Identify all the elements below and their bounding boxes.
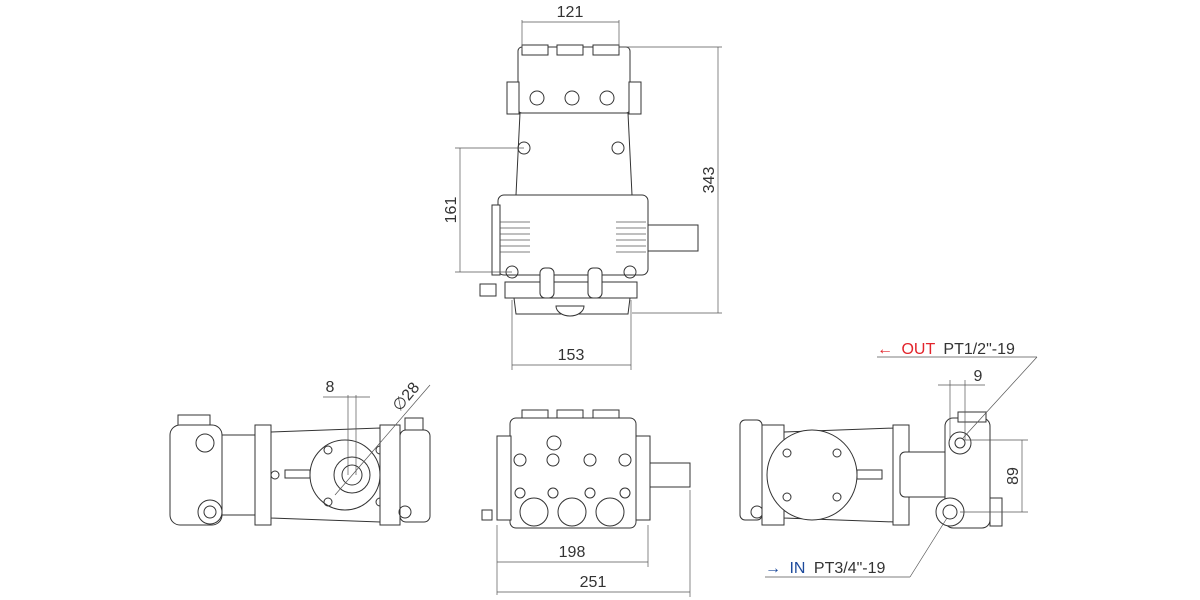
- dim-mount-height: 161: [443, 197, 460, 224]
- front-view: 198 251: [481, 409, 691, 597]
- dim-front-width: 198: [559, 544, 586, 561]
- inlet-label: IN: [789, 560, 805, 577]
- outlet-port-label: ← OUT PT1/2"-19: [877, 341, 1015, 358]
- inlet-port-label: → IN PT3/4"-19: [765, 560, 886, 577]
- outlet-spec: PT1/2"-19: [943, 341, 1015, 358]
- dim-shaft-diameter: ∅28: [390, 379, 423, 414]
- left-side-view: 8 ∅28: [169, 379, 431, 526]
- inlet-arrow: →: [765, 560, 781, 577]
- outlet-arrow: ←: [877, 341, 893, 358]
- dim-port-spacing: 89: [1005, 467, 1022, 485]
- outlet-label: OUT: [901, 341, 935, 358]
- dim-shaft-key: 8: [326, 379, 335, 396]
- dim-total-height: 343: [701, 167, 718, 194]
- dim-base-width: 153: [558, 347, 585, 364]
- dim-overall-width: 251: [580, 574, 607, 591]
- dim-top-width: 121: [557, 4, 584, 21]
- right-side-view: 9 89 ← OUT PT1/2"-19 → IN PT3/4"-19: [739, 341, 1038, 578]
- dim-outlet-offset: 9: [974, 368, 983, 385]
- inlet-spec: PT3/4"-19: [814, 560, 886, 577]
- top-view: 121 343 161 153: [443, 4, 722, 370]
